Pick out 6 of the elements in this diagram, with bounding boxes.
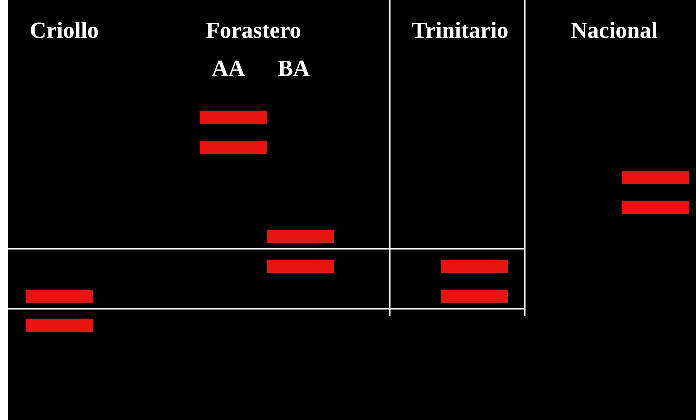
column-label: AA bbox=[212, 56, 246, 82]
column-label: BA bbox=[278, 56, 310, 82]
column-label: Nacional bbox=[571, 18, 658, 44]
column-label: Trinitario bbox=[412, 18, 509, 44]
column-label: Forastero bbox=[206, 18, 302, 44]
column-label: Criollo bbox=[30, 18, 99, 44]
